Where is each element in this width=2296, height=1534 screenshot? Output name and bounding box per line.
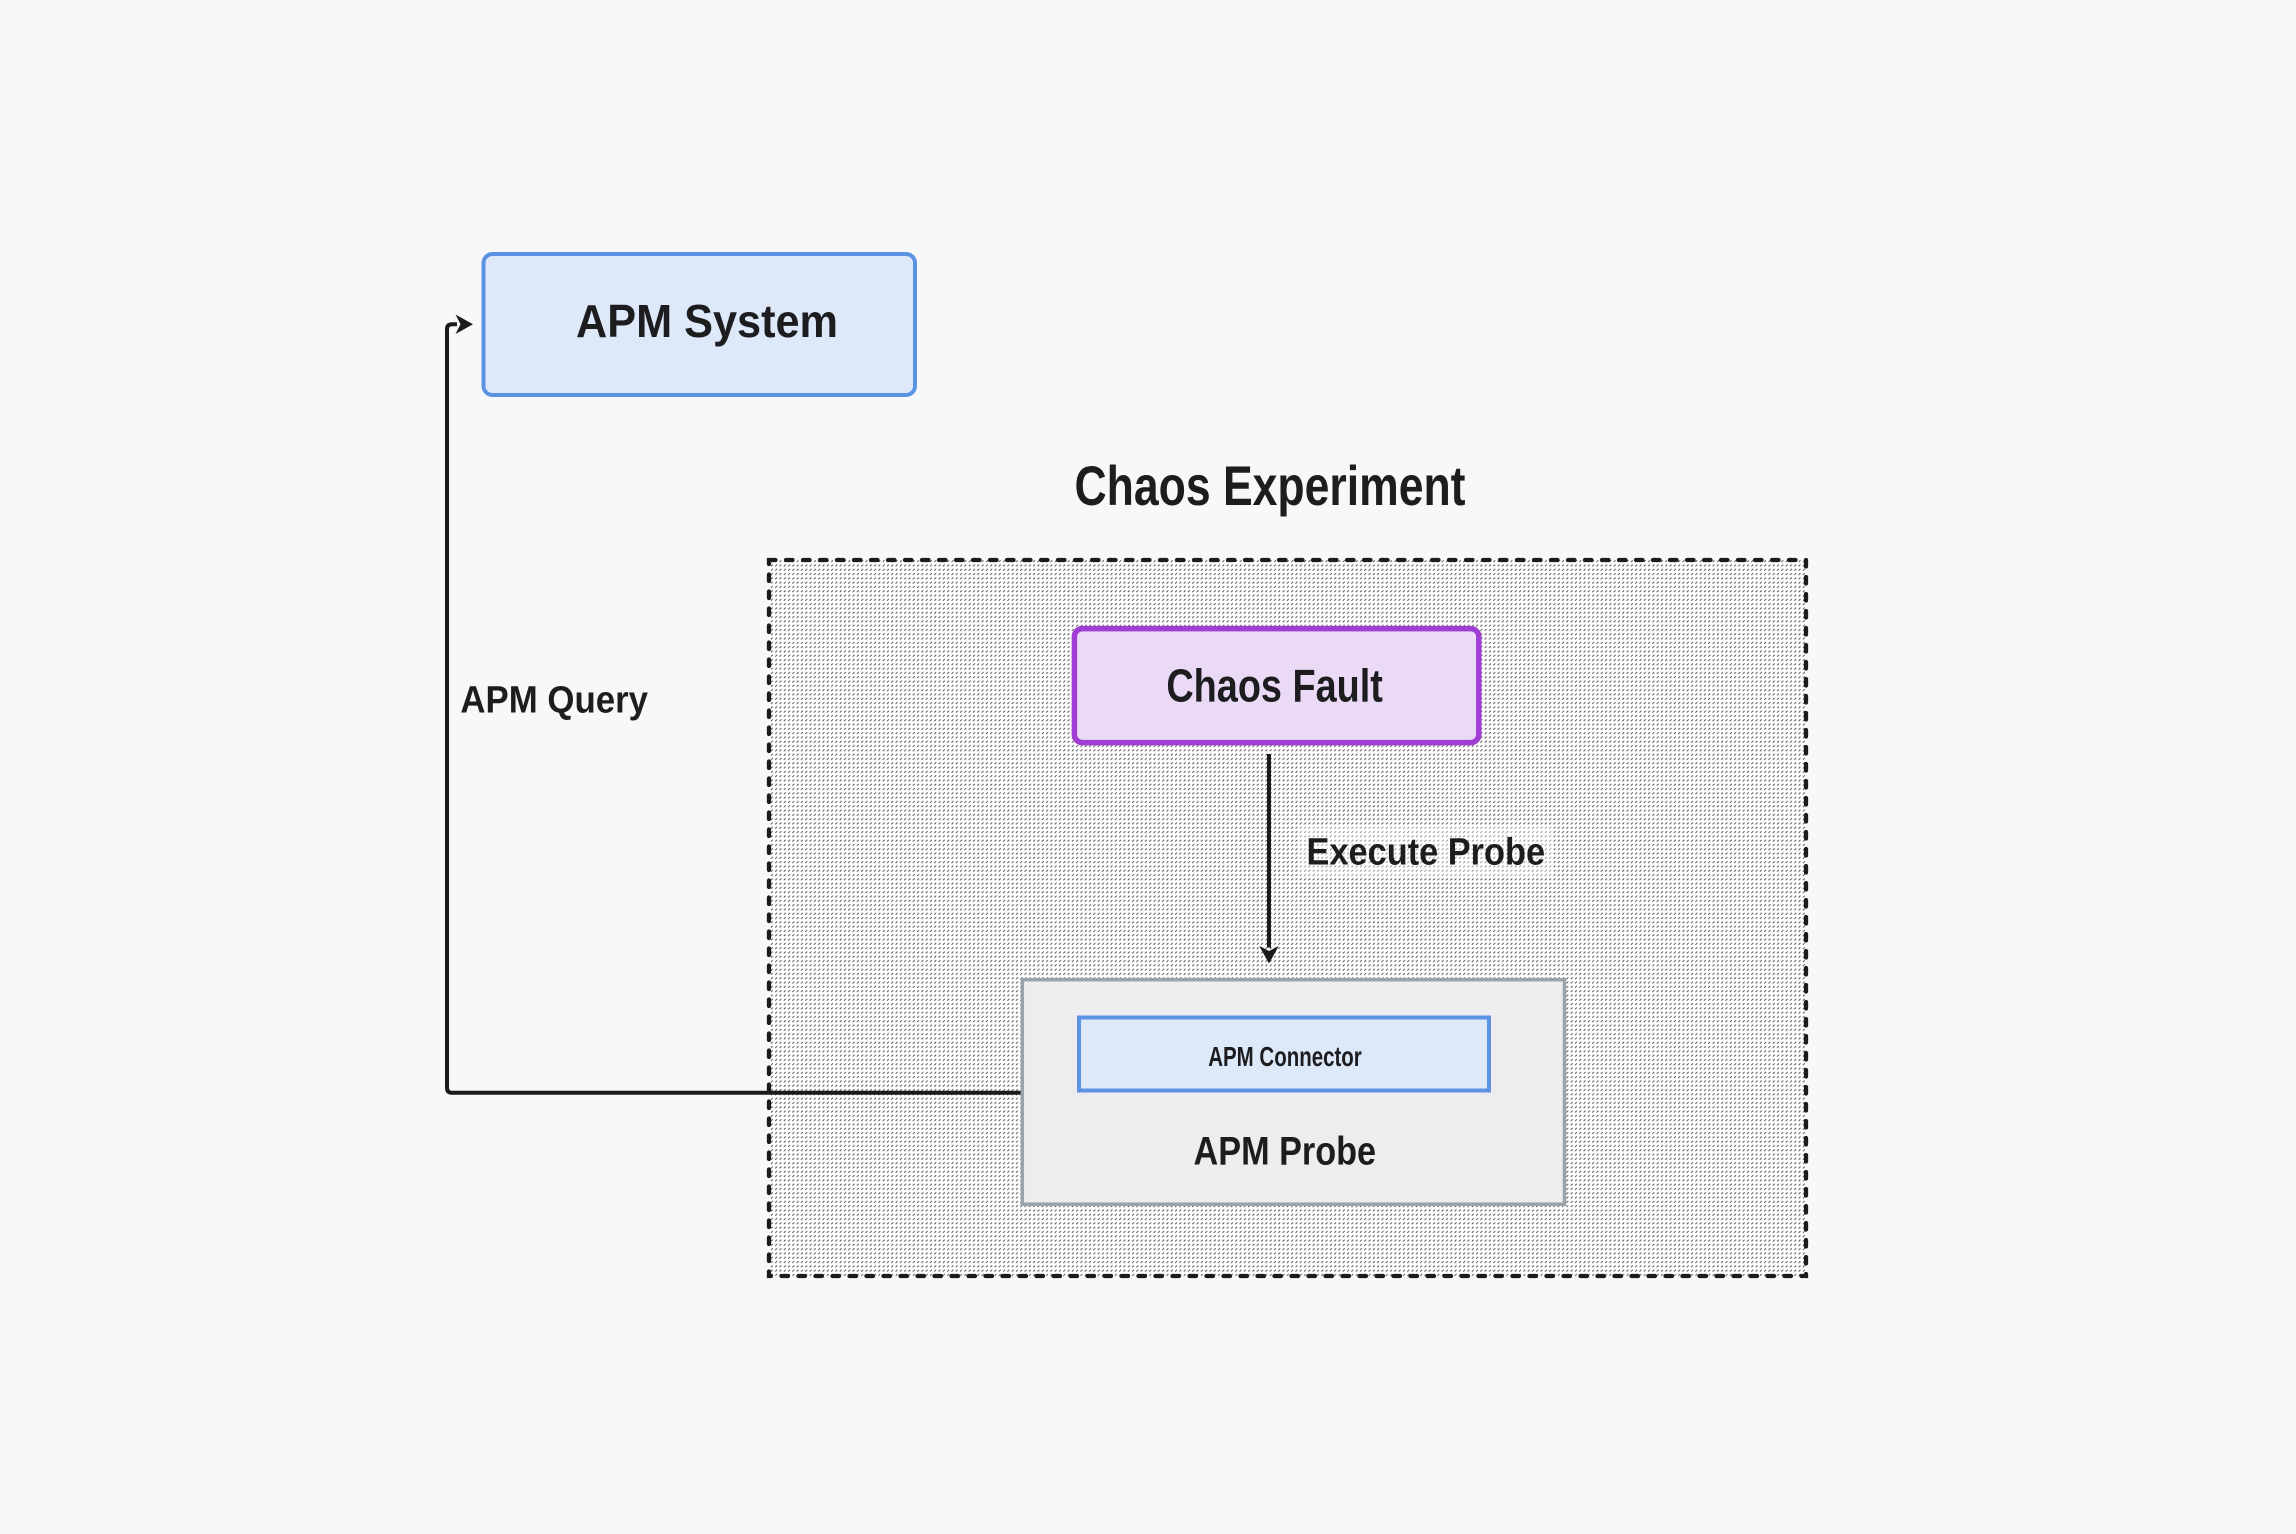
svg-text:APM Query: APM Query bbox=[460, 679, 648, 721]
svg-text:Chaos Experiment: Chaos Experiment bbox=[1075, 454, 1466, 517]
svg-text:Chaos Fault: Chaos Fault bbox=[1166, 659, 1383, 711]
svg-text:APM Connector: APM Connector bbox=[1208, 1041, 1362, 1072]
svg-text:APM System: APM System bbox=[576, 295, 838, 347]
svg-text:APM Probe: APM Probe bbox=[1194, 1129, 1377, 1173]
svg-text:Execute Probe: Execute Probe bbox=[1307, 832, 1546, 874]
